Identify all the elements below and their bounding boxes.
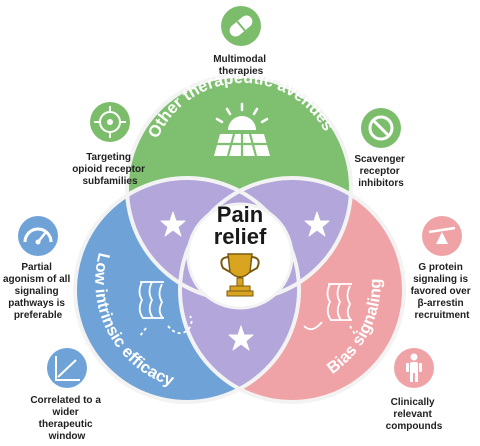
caption-gprotein: G protein signaling is favored over β-ar… <box>411 262 474 321</box>
caption-scavenger: Scavenger receptor inhibitors <box>354 154 407 189</box>
trophy-icon <box>220 253 260 297</box>
gauge-icon <box>18 216 58 256</box>
line-graph-icon <box>47 348 87 388</box>
sunrise-field-icon <box>214 102 270 157</box>
caption-clinically: Clinically relevant compounds <box>386 397 443 432</box>
star-icon <box>304 211 330 237</box>
center-title-1: Pain <box>217 202 263 227</box>
star-icon <box>228 325 254 351</box>
seesaw-icon <box>422 216 462 256</box>
star-icon <box>160 211 186 237</box>
caption-multimodal: Multimodal therapies <box>213 54 269 77</box>
center-title-2: relief <box>214 224 267 249</box>
receptor-icon <box>138 281 193 337</box>
caption-correlated: Correlated to a wider therapeutic window <box>30 395 103 442</box>
caption-targeting: Targeting opioid receptor subfamilies <box>72 152 148 187</box>
target-icon <box>90 102 130 142</box>
pill-icon <box>221 6 261 46</box>
person-icon <box>394 348 434 388</box>
caption-partial: Partial agonism of all signaling pathway… <box>3 262 73 321</box>
prohibited-icon <box>361 108 401 148</box>
receptor-icon <box>303 283 357 337</box>
